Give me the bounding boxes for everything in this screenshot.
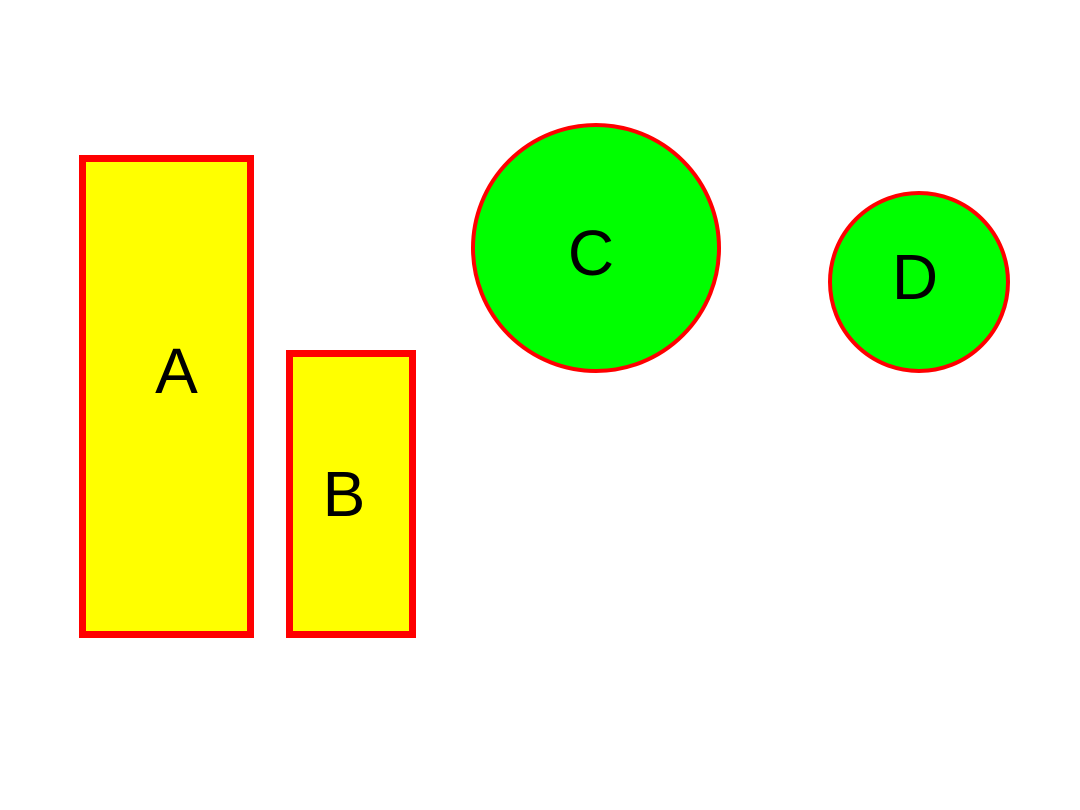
circle-d-label: D bbox=[891, 241, 939, 313]
rectangle-b-label: B bbox=[322, 458, 366, 530]
circle-c-label: C bbox=[567, 217, 615, 289]
circle-d: D bbox=[828, 191, 1010, 373]
rectangle-b: B bbox=[286, 350, 416, 638]
circle-c: C bbox=[471, 123, 721, 373]
rectangle-a: A bbox=[79, 155, 254, 638]
rectangle-a-label: A bbox=[155, 334, 198, 407]
